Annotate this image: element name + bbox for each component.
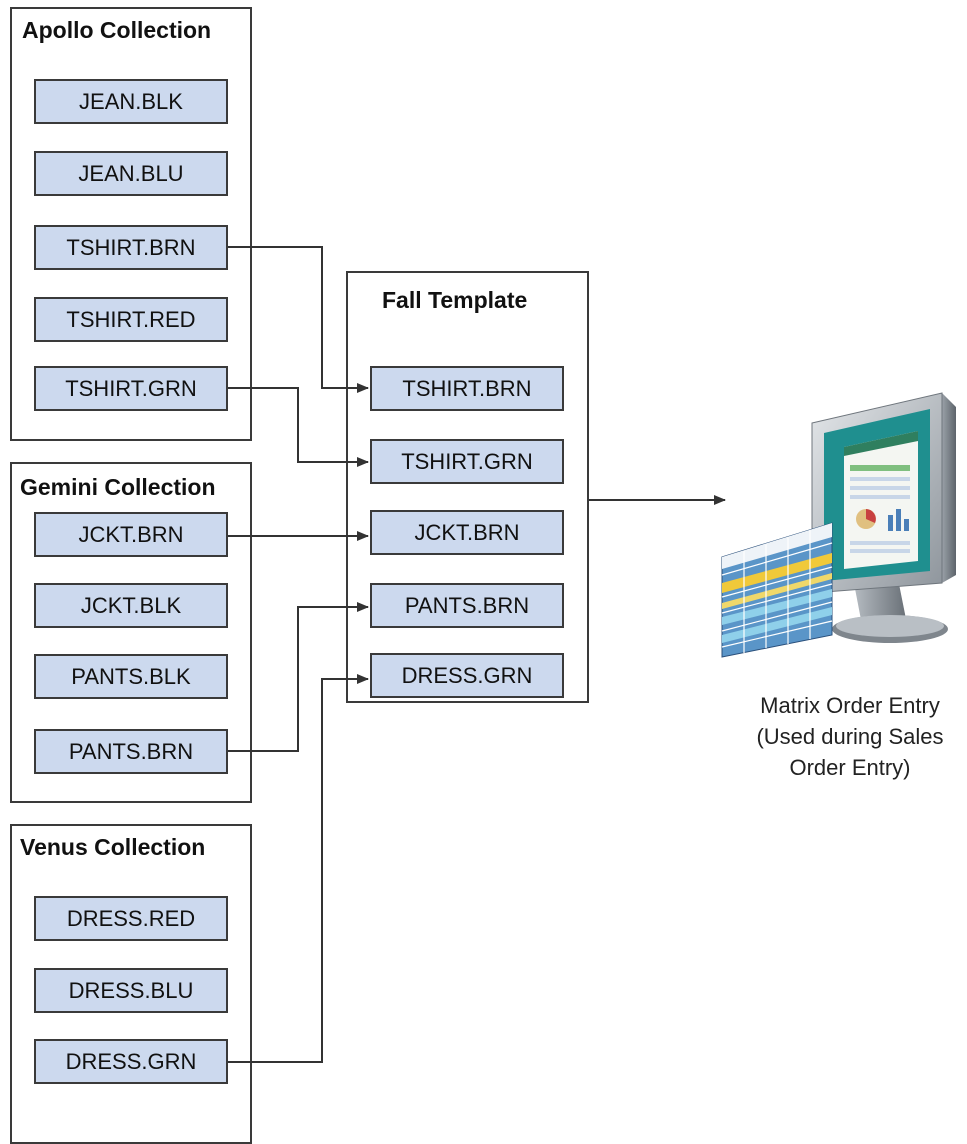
group-title: Apollo Collection	[22, 17, 212, 43]
caption-line-2: (Used during Sales	[756, 724, 944, 749]
connector-pants-brn	[228, 602, 369, 752]
gemini-item-jckt-blk: JCKT.BLK	[34, 583, 228, 628]
apollo-item-tshirt-brn: TSHIRT.BRN	[34, 225, 228, 270]
fall-item-dress-grn: DRESS.GRN	[370, 653, 564, 698]
venus-item-dress-grn: DRESS.GRN	[34, 1039, 228, 1084]
apollo-item-tshirt-grn: TSHIRT.GRN	[34, 366, 228, 411]
fall-template-group: Fall Template	[346, 271, 589, 703]
apollo-item-jean-blu: JEAN.BLU	[34, 151, 228, 196]
group-title: Venus Collection	[20, 834, 206, 860]
connector-tshirt-grn	[228, 387, 369, 467]
group-title: Gemini Collection	[20, 474, 216, 500]
fall-item-tshirt-grn: TSHIRT.GRN	[370, 439, 564, 484]
venus-item-dress-blu: DRESS.BLU	[34, 968, 228, 1013]
connector-tshirt-brn	[228, 246, 369, 393]
spreadsheet-panel	[721, 522, 833, 658]
caption-line-3: Order Entry)	[789, 755, 911, 780]
gemini-item-pants-blk: PANTS.BLK	[34, 654, 228, 699]
fall-item-jckt-brn: JCKT.BRN	[370, 510, 564, 555]
group-title: Fall Template	[382, 287, 528, 313]
connector-dress-grn	[228, 674, 369, 1063]
apollo-item-jean-blk: JEAN.BLK	[34, 79, 228, 124]
apollo-item-tshirt-red: TSHIRT.RED	[34, 297, 228, 342]
computer-monitor-with-spreadsheet-icon	[721, 392, 956, 658]
gemini-item-jckt-brn: JCKT.BRN	[34, 512, 228, 557]
caption-line-1: Matrix Order Entry	[760, 693, 940, 718]
fall-item-pants-brn: PANTS.BRN	[370, 583, 564, 628]
gemini-item-pants-brn: PANTS.BRN	[34, 729, 228, 774]
venus-item-dress-red: DRESS.RED	[34, 896, 228, 941]
fall-item-tshirt-brn: TSHIRT.BRN	[370, 366, 564, 411]
matrix-order-entry-caption: Matrix Order Entry (Used during Sales Or…	[740, 690, 960, 783]
